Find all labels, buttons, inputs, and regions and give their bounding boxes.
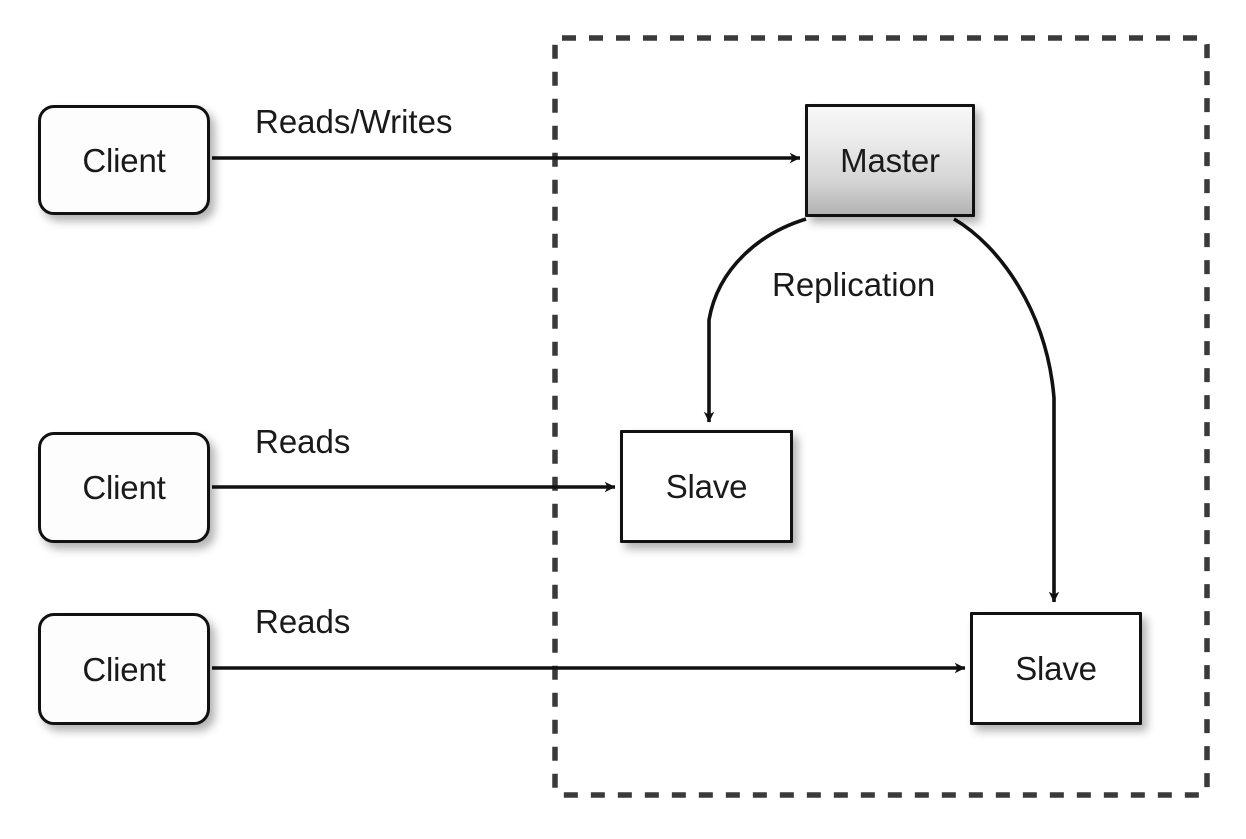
node-client-top[interactable]: Client	[38, 105, 210, 215]
node-client-middle[interactable]: Client	[38, 432, 210, 543]
node-client-top-label: Client	[82, 141, 166, 179]
node-master-label: Master	[840, 142, 940, 179]
edge-master-to-slave-lower	[953, 217, 1060, 603]
node-client-bottom-label: Client	[82, 650, 166, 688]
node-slave-upper-label: Slave	[665, 468, 748, 505]
edge-label-replication: Replication	[772, 266, 936, 303]
edge-label-reads-middle: Reads	[255, 423, 351, 460]
node-client-bottom[interactable]: Client	[38, 613, 210, 725]
edge-label-reads-bottom: Reads	[255, 603, 351, 640]
node-slave-lower-label: Slave	[1015, 650, 1097, 687]
node-client-middle-label: Client	[82, 469, 166, 506]
edge-master-to-slave-upper	[703, 217, 807, 423]
edge-label-reads-writes: Reads/Writes	[255, 103, 453, 140]
node-slave-upper[interactable]: Slave	[620, 430, 793, 543]
node-slave-lower[interactable]: Slave	[970, 612, 1142, 725]
node-master[interactable]: Master	[805, 104, 975, 217]
